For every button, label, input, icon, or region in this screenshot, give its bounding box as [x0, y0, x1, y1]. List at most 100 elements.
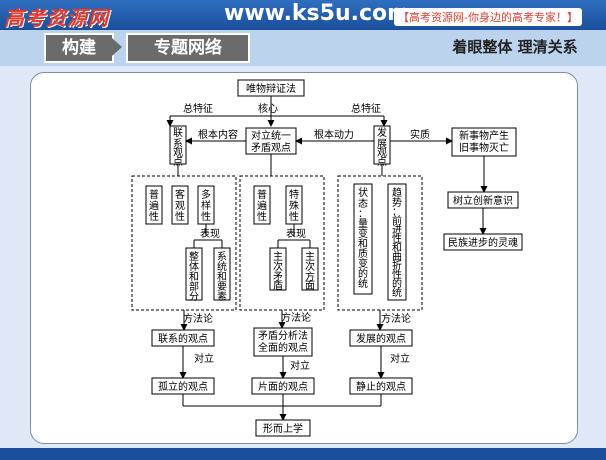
svg-text:统: 统 [358, 277, 368, 290]
label-oppose-3: 对立 [390, 352, 410, 365]
svg-text:势: 势 [392, 196, 402, 209]
svg-text:观: 观 [173, 147, 183, 159]
svg-text:变: 变 [358, 227, 368, 240]
svg-text:整: 整 [189, 250, 199, 263]
svg-text:分: 分 [189, 291, 199, 303]
svg-text:点: 点 [173, 156, 183, 168]
node-contradiction-view [245, 127, 297, 155]
svg-text:素: 素 [217, 290, 227, 303]
svg-text:进: 进 [392, 224, 402, 236]
label-total-feature-1: 总特征 [183, 102, 213, 115]
svg-text:多: 多 [201, 188, 211, 201]
label-basic-content: 根本内容 [198, 128, 238, 141]
svg-text:次: 次 [305, 260, 315, 273]
svg-text:次: 次 [273, 260, 283, 273]
node-c3-state [353, 183, 373, 295]
svg-text:体: 体 [189, 261, 199, 273]
node-comprehensive-l1: 矛盾分析法 [258, 329, 308, 342]
svg-text:特: 特 [289, 189, 299, 201]
svg-text:面: 面 [305, 281, 315, 292]
tab-build[interactable]: 构建 [44, 33, 114, 63]
node-metaphysics-label: 形而上学 [263, 422, 303, 435]
svg-text:普: 普 [257, 188, 267, 201]
node-contradiction-l1: 对立统一 [251, 129, 291, 142]
svg-text:方: 方 [305, 270, 315, 283]
svg-text:部: 部 [189, 280, 199, 293]
node-new-old-l1: 新事物产生 [459, 129, 509, 142]
svg-text:统: 统 [392, 286, 402, 299]
svg-text:遍: 遍 [149, 199, 159, 212]
node-c2-main-minor-contradiction [269, 247, 287, 291]
footer-strip [0, 448, 606, 460]
node-comprehensive-view [253, 327, 313, 357]
svg-text:和: 和 [189, 271, 199, 283]
svg-text:客: 客 [175, 188, 185, 201]
label-oppose-2: 对立 [290, 359, 310, 372]
tab-topic-network[interactable]: 专题网络 [126, 33, 250, 63]
node-c1-whole-part [185, 247, 203, 301]
svg-text:统: 统 [217, 260, 227, 273]
label-essence: 实质 [410, 128, 430, 141]
node-isolated-label: 孤立的观点 [158, 380, 208, 393]
group-development [337, 175, 423, 311]
svg-text:性: 性 [392, 268, 402, 281]
node-national-soul [443, 233, 523, 251]
svg-text:量: 量 [358, 218, 368, 230]
svg-text:盾: 盾 [273, 280, 283, 292]
node-development-perspective-label: 发展的观点 [356, 332, 406, 345]
svg-text:的: 的 [358, 267, 368, 280]
svg-text:曲: 曲 [392, 251, 402, 263]
node-c2-universal [253, 185, 271, 225]
svg-text:和: 和 [217, 271, 227, 283]
svg-text:系: 系 [217, 251, 227, 263]
label-method-1: 方法论 [183, 312, 213, 325]
svg-text:性: 性 [289, 210, 299, 223]
node-c1-universal [145, 185, 163, 225]
node-metaphysics [255, 419, 311, 437]
svg-text:变: 变 [358, 257, 368, 270]
svg-text:发: 发 [377, 126, 387, 139]
svg-text:展: 展 [377, 138, 387, 150]
svg-text:和: 和 [392, 242, 402, 254]
svg-text:和: 和 [358, 238, 368, 250]
svg-text:遍: 遍 [257, 199, 267, 212]
tab-arrow-icon [112, 38, 122, 56]
node-connection-label-1: 联 [173, 127, 183, 139]
svg-text:殊: 殊 [289, 199, 299, 212]
svg-text:观: 观 [175, 200, 185, 212]
node-c2-main-minor-aspect [301, 247, 319, 291]
label-method-3: 方法论 [381, 312, 411, 325]
svg-text:：: ： [358, 209, 368, 220]
node-comprehensive-l2: 全面的观点 [258, 341, 308, 354]
svg-text:的: 的 [392, 277, 402, 290]
svg-text:主: 主 [273, 251, 283, 263]
svg-text:观: 观 [377, 147, 387, 159]
site-url[interactable]: www.ks5u.com [224, 1, 411, 26]
site-logo[interactable]: 高考资源网 [4, 6, 109, 30]
svg-text:样: 样 [201, 199, 211, 212]
svg-text:性: 性 [175, 210, 185, 223]
label-basic-power: 根本动力 [314, 128, 354, 141]
svg-text:状: 状 [358, 186, 368, 199]
svg-text:折: 折 [392, 259, 402, 272]
svg-text:质: 质 [358, 248, 368, 260]
svg-text:普: 普 [149, 188, 159, 201]
node-contradiction-l2: 矛盾观点 [251, 142, 291, 154]
svg-text:态: 态 [358, 197, 368, 210]
svg-text:性: 性 [149, 210, 159, 223]
label-total-feature-2: 总特征 [351, 102, 381, 115]
node-c1-objective [171, 185, 189, 225]
svg-text:矛: 矛 [273, 271, 283, 283]
section-subtitle: 着眼整体 理清关系 [452, 38, 578, 56]
svg-text:要: 要 [217, 281, 227, 293]
node-new-old-l2: 旧事物灭亡 [459, 141, 509, 154]
node-c1-system-element [213, 247, 231, 301]
svg-text:趋: 趋 [392, 186, 402, 199]
svg-text:点: 点 [377, 156, 387, 168]
node-connection-perspective-label: 联系的观点 [158, 332, 208, 345]
label-method-2: 方法论 [281, 311, 311, 324]
label-core: 核心 [258, 102, 278, 115]
label-c1-expression: 表现 [200, 227, 220, 240]
svg-text:性: 性 [201, 210, 211, 223]
